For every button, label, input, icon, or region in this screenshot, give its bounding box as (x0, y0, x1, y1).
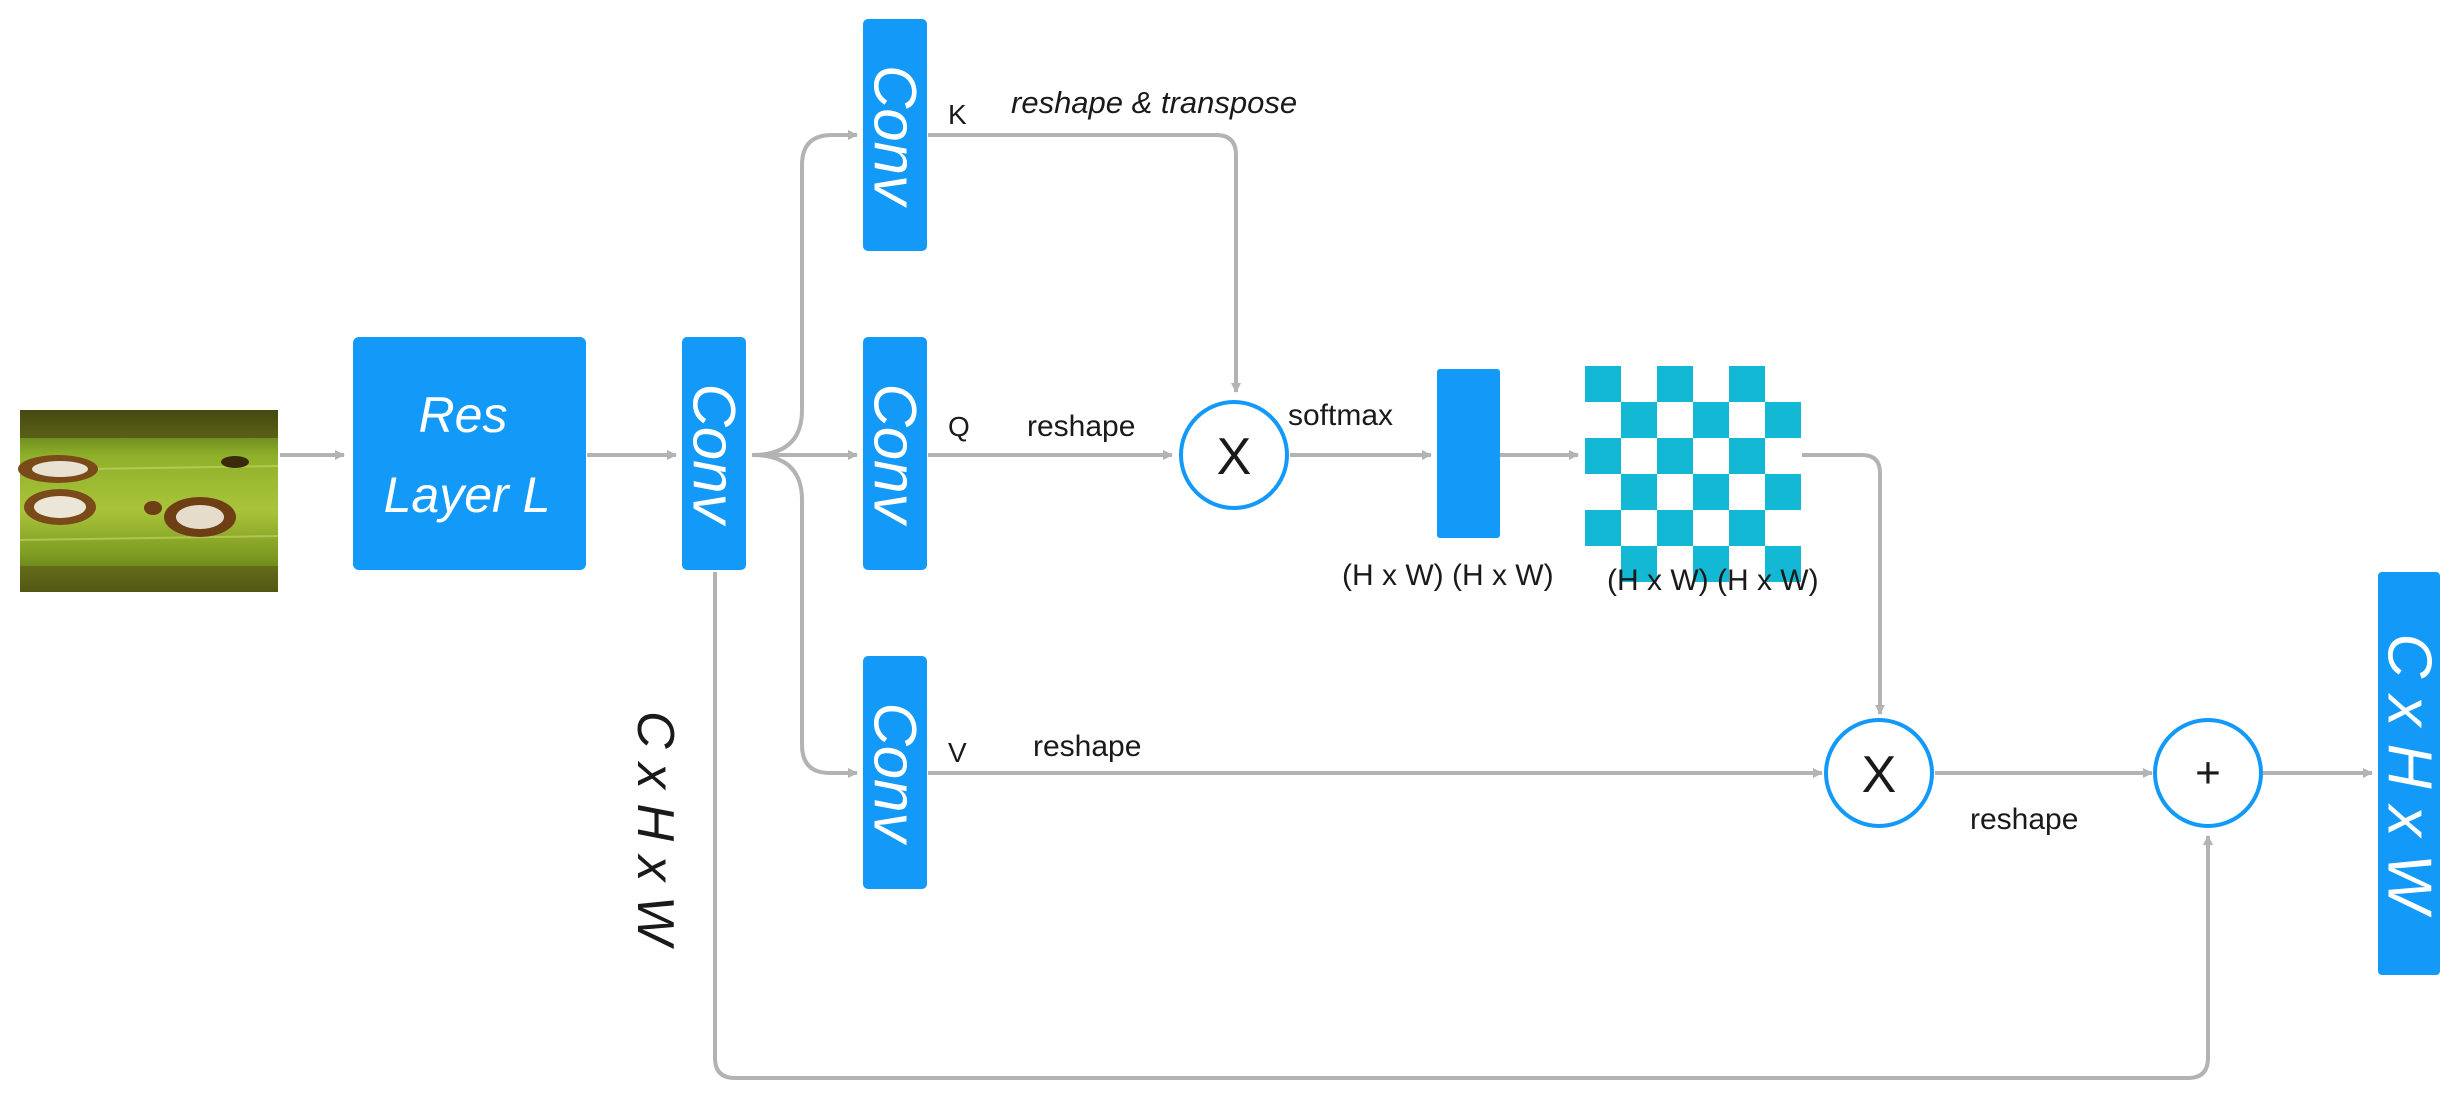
label-skip-shape: C x H x W (626, 711, 684, 950)
checker-cell (1693, 546, 1729, 582)
checker-cell (1729, 438, 1765, 474)
checker-cell (1657, 438, 1693, 474)
res-layer-label-line2: Layer L (384, 467, 551, 523)
arrow-conv-to-v (751, 453, 858, 778)
arrow-skip-connection (713, 572, 2213, 1080)
leaf-with-lesions-image (18, 410, 279, 592)
label-q: Q (948, 411, 970, 442)
label-k: K (948, 99, 967, 130)
output-block: C x H x W (2375, 572, 2444, 975)
conv-k-block: Conv (862, 19, 929, 251)
conv-v-label: Conv (862, 702, 929, 845)
checker-cell (1693, 474, 1729, 510)
checker-cell (1693, 402, 1729, 438)
checker-cell (1765, 546, 1801, 582)
add-symbol: + (2195, 749, 2221, 798)
label-reshape-transpose: reshape & transpose (1011, 85, 1297, 120)
checker-cell (1621, 402, 1657, 438)
multiply-v-symbol: X (1862, 746, 1897, 804)
conv-k-label: Conv (862, 65, 929, 208)
label-v-reshape: reshape (1033, 730, 1141, 763)
arrow-map-to-mul-v (1802, 453, 1885, 715)
arrow-k-to-mul (928, 133, 1241, 393)
checker-cell (1621, 546, 1657, 582)
arrow-conv-to-k (751, 130, 858, 457)
add-operator: + (2153, 718, 2263, 828)
conv-v-block: Conv (862, 656, 929, 889)
checker-cell (1585, 366, 1621, 402)
conv-main-label: Conv (681, 383, 748, 526)
checker-cell (1765, 402, 1801, 438)
label-v: V (948, 737, 967, 768)
checker-cell (1621, 474, 1657, 510)
label-softmax: softmax (1288, 399, 1393, 432)
checker-cell (1585, 510, 1621, 546)
multiply-operator-qk: X (1179, 400, 1289, 510)
label-attention-dim-2: (H x W) (H x W) (1607, 564, 1819, 597)
conv-q-block: Conv (862, 337, 929, 570)
multiply-operator-v: X (1824, 718, 1934, 828)
label-q-reshape: reshape (1027, 410, 1135, 443)
attention-map-checkerboard (1585, 366, 1801, 582)
conv-q-label: Conv (862, 383, 929, 526)
multiply-qk-symbol: X (1217, 428, 1252, 486)
res-layer-block: Res Layer L (353, 337, 586, 570)
checker-cell (1585, 438, 1621, 474)
conv-main-block: Conv (681, 337, 748, 570)
checker-cell (1729, 510, 1765, 546)
label-attention-dim-1: (H x W) (H x W) (1342, 559, 1554, 592)
res-layer-label-line1: Res (419, 387, 508, 443)
connectors (280, 130, 2373, 1080)
label-output-reshape: reshape (1970, 803, 2078, 836)
output-shape-label: C x H x W (2375, 634, 2444, 918)
checker-cell (1765, 474, 1801, 510)
checker-cell (1729, 366, 1765, 402)
checker-cell (1657, 366, 1693, 402)
attention-vector-block (1437, 369, 1500, 538)
checker-cell (1657, 510, 1693, 546)
